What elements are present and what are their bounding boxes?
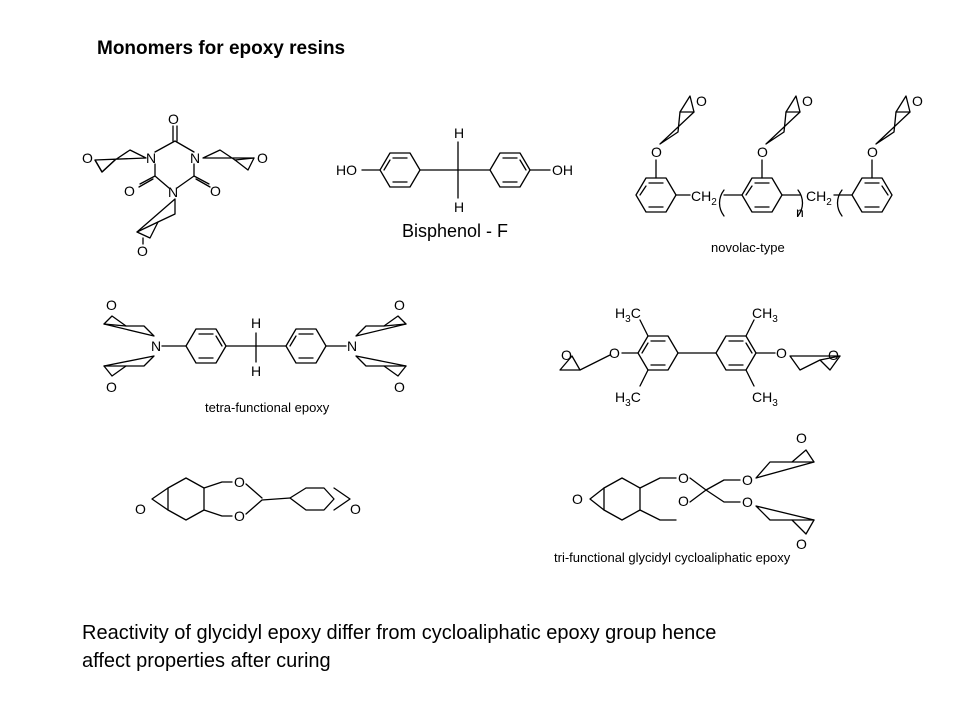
structure-novolac: O O CH2 n O O CH2 O [635, 93, 923, 255]
atom-oh: OH [552, 162, 573, 178]
atom-o: O [135, 501, 146, 517]
atom-o: O [106, 379, 117, 395]
caption-line: Reactivity of glycidyl epoxy differ from… [82, 622, 717, 644]
atom-ch3: CH3 [752, 305, 778, 325]
atom-h3c: H3C [615, 305, 641, 325]
atom-o: O [828, 347, 839, 363]
atom-o: O [82, 150, 93, 166]
atom-o: O [234, 508, 245, 524]
atom-n: N [146, 150, 156, 166]
structure-biphenyl-epoxy: O O H3C H3C CH3 CH3 O O [559, 305, 841, 409]
label-novolac: novolac-type [711, 240, 785, 255]
atom-o: O [912, 93, 923, 109]
atom-o: O [210, 183, 221, 199]
label-bisphenol-f: Bisphenol - F [402, 221, 508, 241]
atom-o: O [678, 493, 689, 509]
caption-line: affect properties after curing [82, 650, 331, 672]
atom-n: N [190, 150, 200, 166]
atom-o: O [561, 347, 572, 363]
atom-o: O [742, 494, 753, 510]
atom-o: O [802, 93, 813, 109]
atom-n: N [151, 338, 161, 354]
structure-triglycidyl-isocyanurate: O O O N N N O O O [82, 111, 268, 259]
atom-o: O [757, 144, 768, 160]
atom-o: O [609, 345, 620, 361]
atom-o: O [394, 379, 405, 395]
atom-ch3: CH3 [752, 389, 778, 409]
atom-ch2: CH2 [806, 188, 832, 208]
atom-o: O [796, 430, 807, 446]
atom-h: H [454, 199, 464, 215]
structure-cycloaliphatic-diepoxide: O O O O [135, 474, 361, 524]
caption: Reactivity of glycidyl epoxy differ from… [82, 619, 862, 675]
atom-o: O [796, 536, 807, 552]
repeat-n: n [796, 204, 804, 220]
structure-tetra-functional-epoxy: N H H N O O O O tet [103, 297, 407, 415]
atom-n: N [168, 184, 178, 200]
atom-o: O [257, 150, 268, 166]
atom-h: H [454, 125, 464, 141]
label-tetra: tetra-functional epoxy [205, 400, 330, 415]
atom-h: H [251, 363, 261, 379]
atom-h3c: H3C [615, 389, 641, 409]
atom-o: O [696, 93, 707, 109]
atom-ch2: CH2 [691, 188, 717, 208]
atom-o: O [168, 111, 179, 127]
atom-h: H [251, 315, 261, 331]
atom-o: O [742, 472, 753, 488]
atom-o: O [350, 501, 361, 517]
atom-o: O [137, 243, 148, 259]
slide-title: Monomers for epoxy resins [97, 38, 346, 59]
atom-o: O [234, 474, 245, 490]
structure-bisphenol-f: HO H H OH Bisphenol - F [336, 125, 573, 241]
atom-o: O [124, 183, 135, 199]
atom-o: O [776, 345, 787, 361]
structure-trifunctional-cycloaliphatic: O O O O O O O tri-functional glycidyl cy… [554, 430, 815, 565]
atom-o: O [106, 297, 117, 313]
atom-o: O [394, 297, 405, 313]
atom-o: O [867, 144, 878, 160]
atom-o: O [651, 144, 662, 160]
atom-o: O [572, 491, 583, 507]
label-tri: tri-functional glycidyl cycloaliphatic e… [554, 550, 791, 565]
atom-o: O [678, 470, 689, 486]
atom-n: N [347, 338, 357, 354]
atom-ho: HO [336, 162, 357, 178]
